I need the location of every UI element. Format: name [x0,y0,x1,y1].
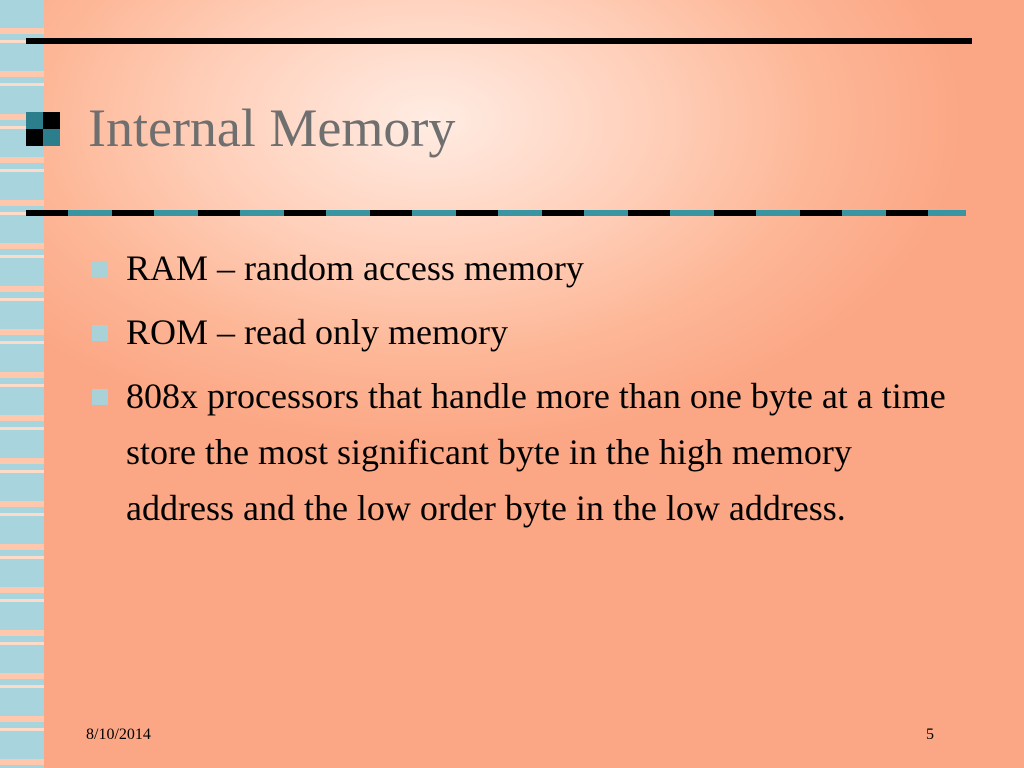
square-bullet-icon [92,261,108,277]
dashed-divider [26,210,966,216]
list-item: ROM – read only memory [88,304,948,360]
footer-date: 8/10/2014 [86,726,151,743]
bullet-list: RAM – random access memory ROM – read on… [88,240,948,544]
bullet-text: ROM – read only memory [126,312,508,352]
top-rule [26,38,972,44]
square-bullet-icon [92,325,108,341]
bullet-text: RAM – random access memory [126,248,584,288]
slide-title: Internal Memory [88,98,456,158]
list-item: RAM – random access memory [88,240,948,296]
square-bullet-icon [92,389,108,405]
bullet-text: 808x processors that handle more than on… [126,376,946,528]
four-square-bullet-icon [26,112,60,146]
page-number: 5 [926,726,934,743]
list-item: 808x processors that handle more than on… [88,368,948,536]
